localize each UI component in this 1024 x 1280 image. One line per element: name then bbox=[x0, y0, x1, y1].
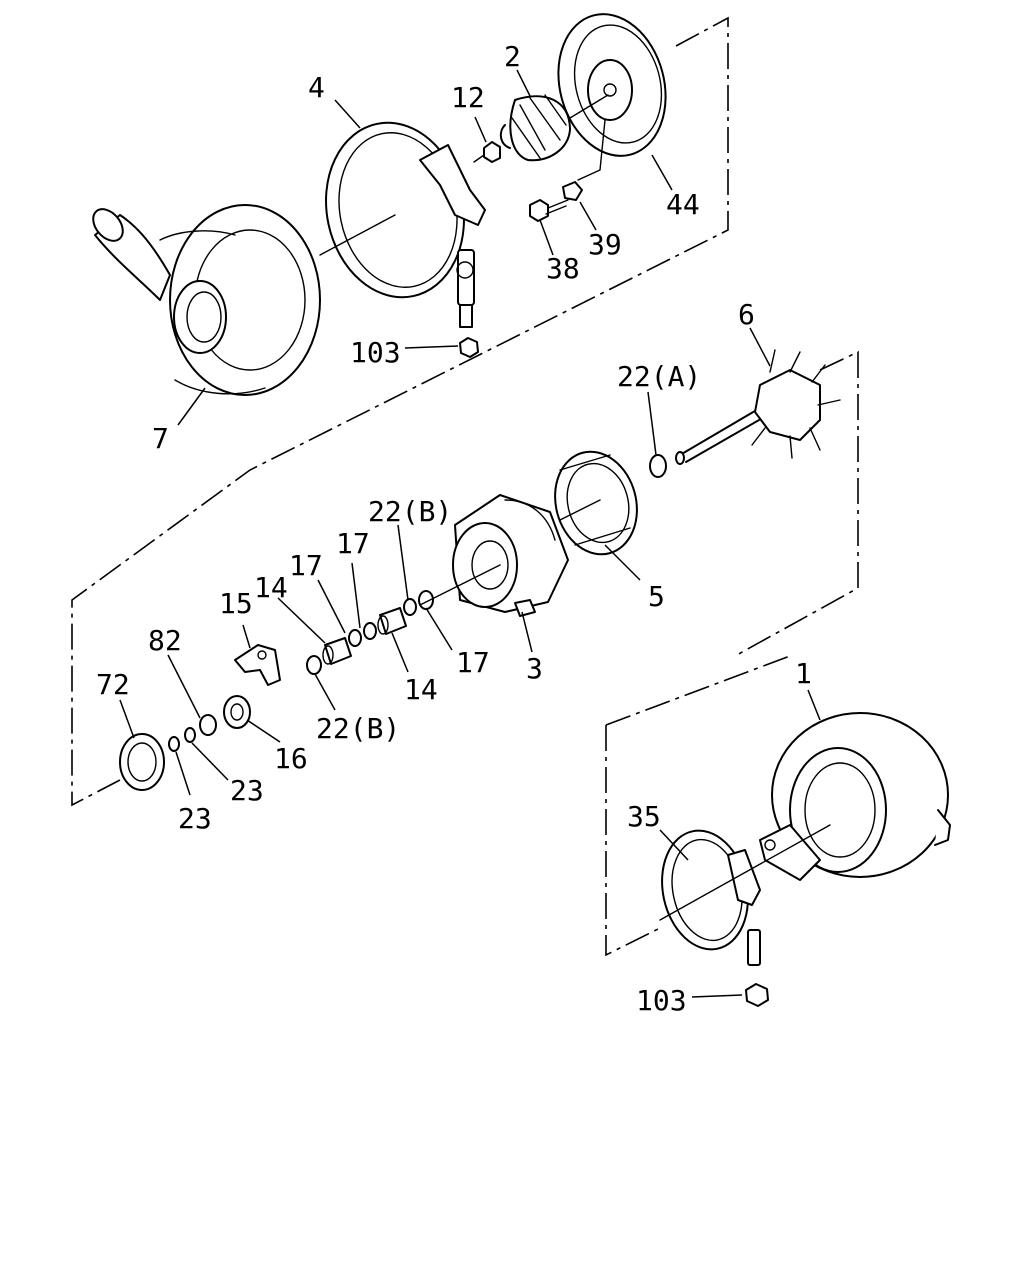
callout-82: 82 bbox=[148, 624, 182, 657]
ring-23-right bbox=[184, 727, 196, 743]
callout-12: 12 bbox=[451, 81, 485, 114]
callout-6: 6 bbox=[738, 298, 755, 331]
callout-72: 72 bbox=[96, 668, 130, 701]
callout-4: 4 bbox=[308, 71, 325, 104]
callout-2: 2 bbox=[504, 40, 521, 73]
callout-39: 39 bbox=[588, 228, 622, 261]
bearing-housing bbox=[452, 494, 569, 617]
nut-103-lower bbox=[745, 983, 769, 1007]
turbine-housing bbox=[759, 712, 951, 881]
callout-7: 7 bbox=[152, 422, 169, 455]
callout-3: 3 bbox=[526, 652, 543, 685]
upper-group-frame bbox=[71, 16, 729, 807]
thrust-collar-16 bbox=[223, 695, 251, 729]
callout-14-right: 14 bbox=[404, 673, 438, 706]
heat-shroud bbox=[554, 450, 638, 556]
turbine-shaft-wheel bbox=[675, 349, 841, 465]
callout-22b-lower: 22(B) bbox=[316, 712, 400, 745]
callout-23-right: 23 bbox=[230, 774, 264, 807]
ring-22a bbox=[649, 454, 667, 478]
callout-103-upper: 103 bbox=[350, 336, 401, 369]
thrust-bearing-15 bbox=[234, 644, 281, 686]
nut-103-upper bbox=[459, 337, 479, 358]
seal-plate bbox=[557, 13, 667, 157]
callout-22b-upper: 22(B) bbox=[368, 495, 452, 528]
bearing-14-right bbox=[377, 607, 407, 635]
lower-group-frame bbox=[605, 655, 791, 957]
nut-12 bbox=[483, 141, 501, 163]
callout-22a: 22(A) bbox=[617, 360, 701, 393]
v-band-clamp-lower bbox=[661, 829, 761, 966]
leader-lines bbox=[119, 69, 821, 998]
ring-17-mid bbox=[348, 629, 362, 647]
callout-35: 35 bbox=[627, 800, 661, 833]
middle-group-frame bbox=[734, 350, 859, 657]
v-band-clamp-upper bbox=[325, 121, 486, 328]
callout-38: 38 bbox=[546, 252, 580, 285]
compressor-wheel bbox=[499, 94, 571, 162]
callout-103-lower: 103 bbox=[636, 984, 687, 1017]
callout-44: 44 bbox=[666, 188, 700, 221]
callout-1: 1 bbox=[795, 657, 812, 690]
axis-lines bbox=[319, 94, 831, 921]
bolt-38 bbox=[529, 199, 569, 222]
washer-39 bbox=[562, 181, 583, 201]
callout-17-top: 17 bbox=[336, 527, 370, 560]
callout-17-right: 17 bbox=[456, 646, 490, 679]
ring-82 bbox=[199, 714, 217, 736]
ring-22b-lower bbox=[306, 655, 322, 675]
callout-23-left: 23 bbox=[178, 802, 212, 835]
callout-5: 5 bbox=[648, 580, 665, 613]
callout-14-left: 14 bbox=[254, 571, 288, 604]
callout-15: 15 bbox=[219, 587, 253, 620]
callout-16: 16 bbox=[274, 742, 308, 775]
ring-17-left bbox=[363, 622, 377, 640]
callout-labels: 4 2 12 44 39 38 103 7 6 22(A) 22(B) 17 1… bbox=[96, 40, 812, 1017]
bearing-14-left bbox=[322, 637, 352, 665]
compressor-housing bbox=[92, 204, 321, 396]
ring-23-left bbox=[168, 736, 180, 752]
callout-17-mid: 17 bbox=[289, 549, 323, 582]
seal-ring-72 bbox=[119, 733, 165, 791]
ring-22b-upper bbox=[403, 598, 417, 616]
